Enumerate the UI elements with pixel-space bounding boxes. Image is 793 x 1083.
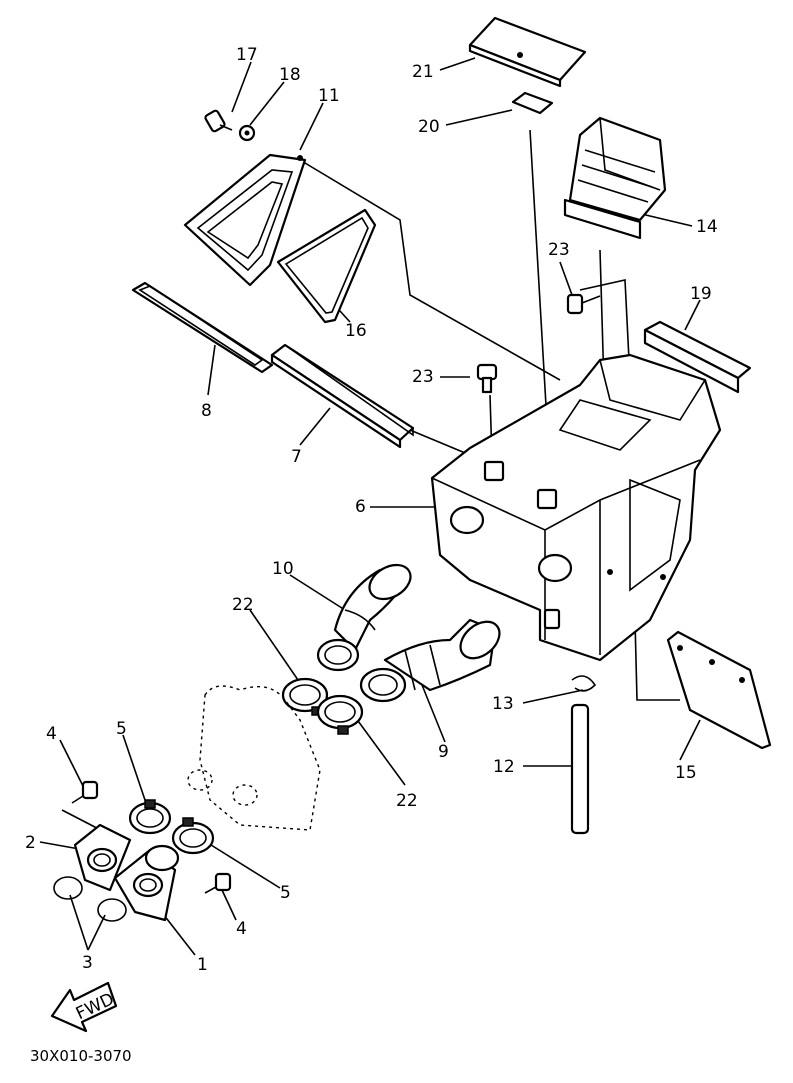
part-10-intake-boot [316, 563, 412, 672]
callout-9: 9 [438, 742, 449, 762]
callout-18: 18 [279, 65, 301, 85]
part-13-clip [571, 675, 597, 692]
fwd-arrow: FWD [50, 981, 117, 1033]
callout-17: 17 [236, 45, 258, 65]
callout-19: 19 [690, 284, 712, 304]
callout-23-lower: 23 [412, 367, 434, 387]
figure-code: 30X010-3070 [30, 1047, 132, 1065]
part-20-pad [511, 91, 554, 115]
callout-11: 11 [318, 86, 340, 106]
part-4-screw-right [204, 872, 232, 894]
part-7-filter-block [270, 343, 415, 449]
part-11-filter-frame [183, 153, 307, 287]
leader-lines [39, 57, 701, 956]
callout-22-right: 22 [396, 791, 418, 811]
callout-16: 16 [345, 321, 367, 341]
part-4-screw-left [71, 780, 99, 804]
part-22-clamp-right [316, 694, 364, 735]
callout-5-lower: 5 [280, 883, 291, 903]
callout-10: 10 [272, 559, 294, 579]
callout-20: 20 [418, 117, 440, 137]
callout-1: 1 [197, 955, 208, 975]
callout-4-upper: 4 [46, 724, 57, 744]
part-8-filter-element [131, 281, 274, 374]
callout-13: 13 [492, 694, 514, 714]
part-19-bar [643, 320, 752, 394]
part-17-bolt [204, 109, 233, 133]
part-3-o-rings [53, 876, 127, 922]
part-14-intake-duct [563, 116, 667, 240]
callout-12: 12 [493, 757, 515, 777]
callout-5-upper: 5 [116, 719, 127, 739]
callout-14: 14 [696, 217, 718, 237]
part-1-manifold [113, 844, 180, 922]
part-12-drain-tube [570, 703, 590, 835]
callout-21: 21 [412, 62, 434, 82]
part-6-air-box [430, 353, 722, 662]
part-5-clamp-left [128, 799, 172, 835]
callout-15: 15 [675, 763, 697, 783]
part-5-clamp-right [171, 817, 215, 855]
carburetor-outline [187, 685, 321, 831]
callout-labels: 17 18 11 21 20 14 23 19 16 23 8 7 6 10 2… [25, 45, 718, 1065]
part-15-side-plate [666, 630, 772, 750]
part-23-bolt-lower [476, 363, 498, 394]
callout-6: 6 [355, 497, 366, 517]
callout-2: 2 [25, 833, 36, 853]
part-2-manifold [73, 823, 132, 892]
part-21-cover-plate [468, 16, 587, 88]
part-16-gasket [276, 208, 377, 324]
part-18-washer [238, 124, 256, 142]
callout-7: 7 [291, 447, 302, 467]
callout-3: 3 [82, 953, 93, 973]
part-23-bolt-upper [566, 293, 601, 315]
callout-8: 8 [201, 401, 212, 421]
callout-23-upper: 23 [548, 240, 570, 260]
part-9-intake-boot [359, 618, 501, 703]
callout-4-lower: 4 [236, 919, 247, 939]
callout-22-left: 22 [232, 595, 254, 615]
